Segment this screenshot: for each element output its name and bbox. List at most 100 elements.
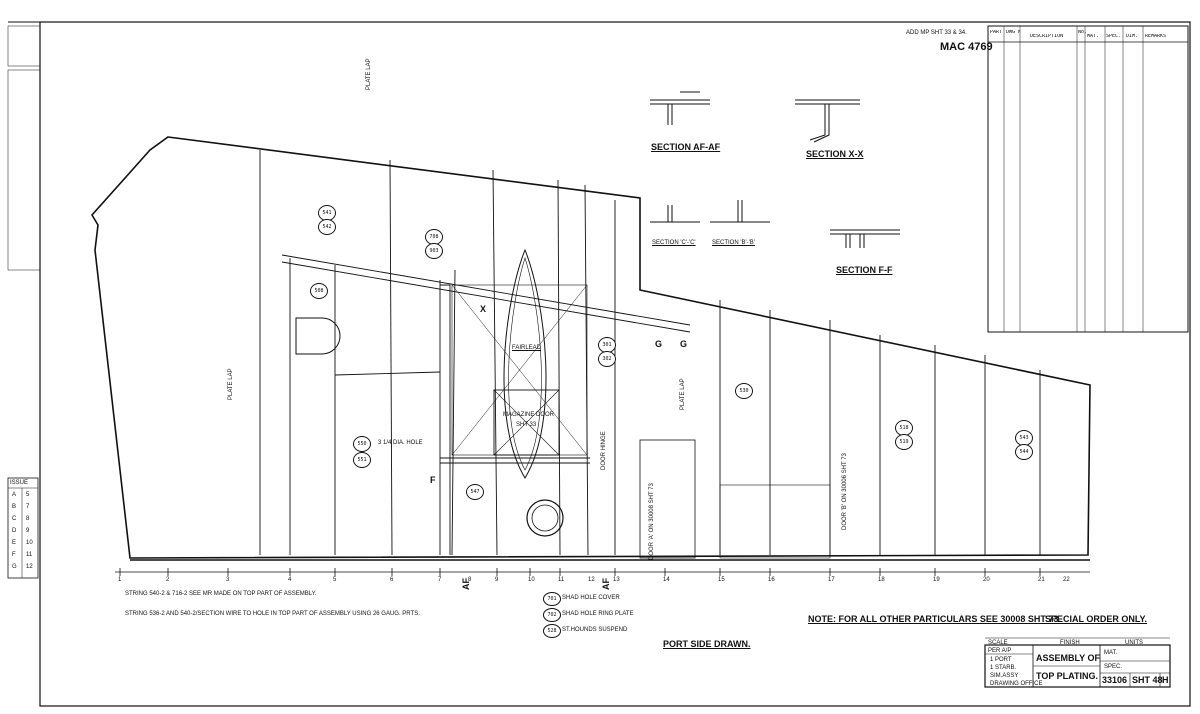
part-tag: 547 [466, 484, 484, 500]
plate-lap-label-3: PLATE LAP [228, 368, 234, 400]
frame-number: 5 [333, 577, 337, 583]
part-tag: 542 [318, 219, 336, 235]
drawing-border [39, 21, 1191, 707]
tb-mat: MAT. [1104, 650, 1118, 656]
frame-number: 10 [528, 577, 535, 583]
frame-number: 14 [663, 577, 670, 583]
g-marker-2: G [680, 339, 688, 349]
revision-number: 9 [26, 528, 30, 534]
parts-header-no: No. OFF [1078, 30, 1086, 35]
port-side-note: PORT SIDE DRAWN. [663, 639, 751, 649]
tb-office: DRAWING OFFICE [990, 681, 1043, 687]
hole-label: 3 1/4 DIA. HOLE [378, 440, 423, 446]
frame-number: 2 [166, 577, 170, 583]
revision-mark: A [12, 492, 17, 498]
parts-list-grid [987, 25, 1189, 333]
frame-number: 9 [495, 577, 499, 583]
frame-ticks [119, 568, 1041, 576]
parts-header-dwg: DWG No. [1006, 30, 1020, 35]
part-tag: 550 [353, 436, 371, 452]
tb-port: 1 PORT [990, 657, 1012, 663]
revision-number: 8 [26, 516, 30, 522]
plate-lap-label-1: PLATE LAP [366, 58, 372, 90]
g-marker-1: G [655, 339, 663, 349]
reference-note: ADD MP SHT 33 & 34. [906, 30, 967, 36]
tb-scale: SCALE [988, 640, 1008, 646]
revision-mark: D [12, 528, 17, 534]
revision-number: 7 [26, 504, 30, 510]
section-ff-title: SECTION F-F [836, 265, 893, 275]
x-marker: X [480, 304, 487, 314]
part-tag: 543 [1015, 430, 1033, 446]
part-tag: 508 [310, 283, 328, 299]
plate-details [115, 150, 1090, 573]
magazine-sheet-label: SHT 33 [516, 422, 537, 428]
revision-mark: E [12, 540, 17, 546]
part-tag: 544 [1015, 444, 1033, 460]
tb-units: UNITS [1125, 640, 1143, 646]
part-tag: 530 [735, 383, 753, 399]
note-2: STRING 536-2 AND 540-2/SECTION WIRE TO H… [125, 611, 420, 617]
revision-mark: B [12, 504, 17, 510]
fairlead-label: FAIRLEAD [512, 345, 542, 351]
frame-number: 7 [438, 577, 442, 583]
frame-number: 15 [718, 577, 725, 583]
tb-sheet: SHT 48 [1132, 675, 1163, 685]
callout-ring-plate: SHAD HOLE RING PLATE [562, 611, 634, 617]
tb-req: PER A/P [988, 648, 1012, 654]
frame-number: 3 [226, 577, 230, 583]
section-cc-title: SECTION 'C'-'C' [652, 240, 696, 246]
frame-number: 1 [118, 577, 122, 583]
frame-number: 8 [468, 577, 472, 583]
part-tag: 701 [543, 592, 561, 606]
parts-header-remarks: REMARKS [1145, 34, 1167, 39]
revision-grid [7, 25, 41, 579]
part-tag: 519 [895, 434, 913, 450]
revision-mark: F [12, 552, 16, 558]
frame-number: 18 [878, 577, 885, 583]
revision-number: 12 [26, 564, 33, 570]
frame-number: 4 [288, 577, 292, 583]
frame-number: 12 [588, 577, 595, 583]
section-details [650, 91, 900, 248]
door-a-label: DOOR 'A' ON 30008 SHT 73 [649, 483, 655, 560]
tb-assembly-line1: ASSEMBLY OF [1036, 653, 1101, 663]
frame-number: 22 [1063, 577, 1070, 583]
plate-outline [91, 136, 1091, 559]
revision-number: 10 [26, 540, 33, 546]
section-af-title: SECTION AF-AF [651, 142, 721, 152]
revision-number: 5 [26, 492, 30, 498]
af-marker-2: AF [601, 578, 611, 590]
tb-spec: SPEC. [1104, 664, 1123, 670]
section-bb-title: SECTION 'B'-'B' [712, 240, 755, 246]
tb-number: 33106 [1102, 675, 1128, 685]
frame-number: 13 [613, 577, 620, 583]
door-b-label: DOOR 'B' ON 30006 SHT 73 [842, 453, 848, 530]
magazine-door-label: MAGAZINE DOOR [503, 412, 555, 418]
revision-mark: C [12, 516, 17, 522]
tb-finish: FINISH [1060, 640, 1080, 646]
parts-header-desc: DESCRIPTION [1030, 34, 1064, 39]
door-hinge-label: DOOR HINGE [601, 431, 607, 470]
part-tag: 702 [543, 608, 561, 622]
frame-number: 19 [933, 577, 940, 583]
title-block-grid [984, 637, 1171, 688]
revision-header: ISSUE [10, 480, 29, 486]
frame-number: 11 [558, 577, 565, 583]
frame-number: 17 [828, 577, 835, 583]
revision-number: 11 [26, 552, 33, 558]
revision-mark: G [12, 564, 17, 570]
special-order-note: SPECIAL ORDER ONLY. [1045, 614, 1148, 624]
frame-number: 21 [1038, 577, 1045, 583]
part-tag: 302 [598, 351, 616, 367]
parts-header-part: PART No. [990, 30, 1004, 35]
note-1: STRING 540-2 & 716-2 SEE MR MADE ON TOP … [125, 591, 317, 597]
parts-header-spec: SPEC. [1106, 34, 1122, 39]
tb-assembly-line2: TOP PLATING. [1036, 671, 1099, 681]
tb-sim: SIM.ASSY [990, 673, 1019, 679]
f-marker: F [430, 475, 436, 485]
frame-number: 16 [768, 577, 775, 583]
plate-lap-label-2: PLATE LAP [680, 378, 686, 410]
parts-header-dim: DIM. [1126, 34, 1139, 39]
